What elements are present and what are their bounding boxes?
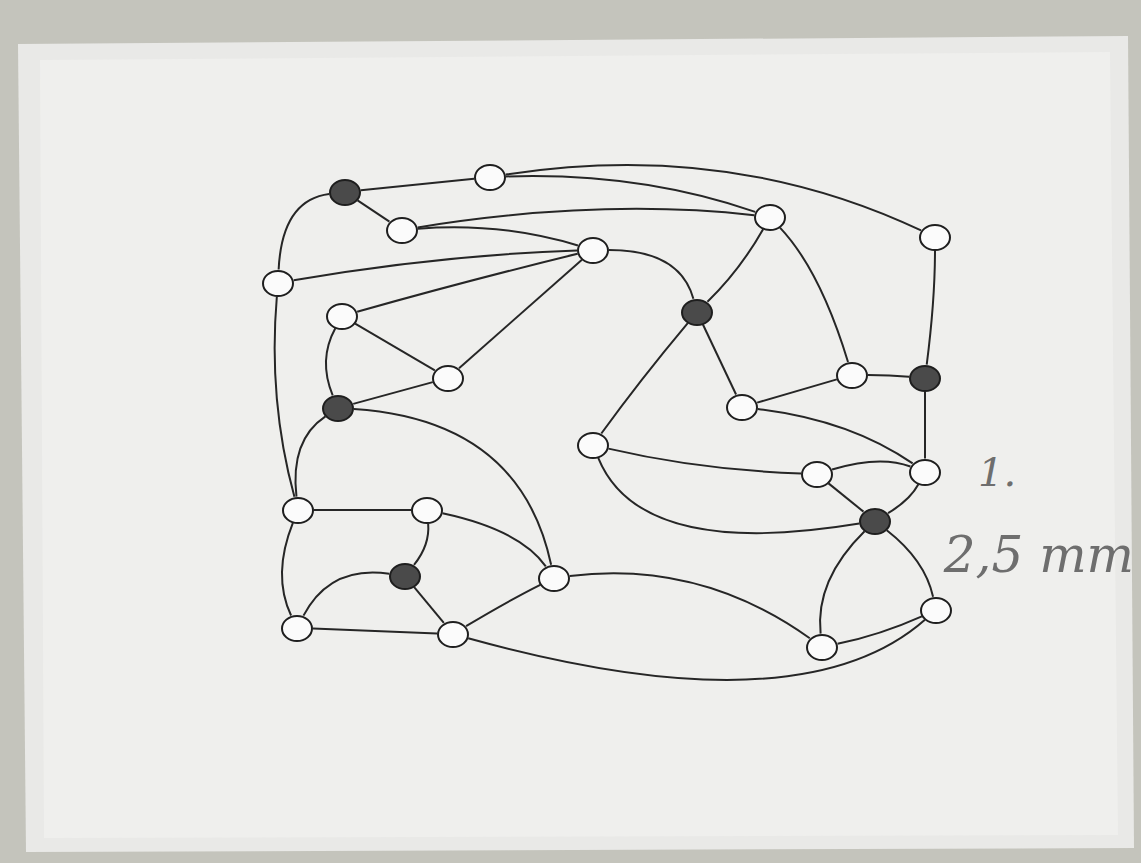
note-number: 1. — [978, 452, 1016, 492]
graph-edge — [609, 250, 693, 299]
graph-edge — [313, 629, 437, 634]
graph-edge — [868, 375, 909, 377]
circle-node — [474, 164, 506, 191]
circle-node — [801, 461, 833, 488]
graph-edge — [314, 509, 411, 511]
paper-sheet-inner — [40, 52, 1118, 838]
graph-edge — [887, 530, 933, 597]
graph-edge — [608, 449, 801, 474]
circle-node — [281, 615, 313, 642]
graph-edge — [282, 523, 293, 616]
graph-edge — [780, 228, 848, 362]
graph-edge — [275, 296, 295, 496]
paper-background — [18, 36, 1134, 852]
graph-edge — [758, 409, 913, 464]
filled-circle-node — [389, 563, 421, 590]
circle-node — [432, 365, 464, 392]
graph-edge — [570, 573, 810, 638]
filled-circle-node — [322, 395, 354, 422]
graph-edge — [820, 531, 865, 633]
circle-node — [726, 394, 758, 421]
filled-circle-node — [681, 299, 713, 326]
graph-edge — [829, 483, 864, 511]
graph-edge — [601, 323, 687, 433]
graph-edge — [358, 200, 390, 221]
circle-node — [909, 459, 941, 486]
graph-edge — [295, 416, 325, 496]
graph-edge — [466, 585, 540, 626]
graph-edge — [598, 458, 859, 533]
graph-edge — [757, 379, 837, 402]
graph-edge — [927, 251, 935, 365]
circle-node — [437, 621, 469, 648]
circle-node — [806, 634, 838, 661]
circle-node — [919, 224, 951, 251]
graph-edge — [361, 179, 474, 191]
graph-edge — [357, 254, 577, 312]
graph-edge — [326, 328, 335, 395]
graph-edge — [468, 620, 925, 680]
circle-node — [538, 565, 570, 592]
dimension-note: 2,5 mm — [944, 530, 1134, 580]
graph-edge — [414, 587, 444, 623]
circle-node — [411, 497, 443, 524]
circle-node — [920, 597, 952, 624]
circle-node — [326, 303, 358, 330]
graph-edge — [506, 176, 755, 212]
graph-edge — [418, 209, 754, 228]
graph-edge — [418, 227, 578, 245]
graph-edge — [832, 461, 910, 469]
circle-node — [577, 237, 609, 264]
graph-edge — [414, 523, 428, 564]
filled-circle-node — [909, 365, 941, 392]
circle-node — [754, 204, 786, 231]
graph-edge — [506, 165, 921, 230]
graph-edge — [355, 324, 435, 371]
circle-node — [577, 432, 609, 459]
graph-edge — [924, 392, 926, 459]
circle-node — [836, 362, 868, 389]
graph-edge — [459, 260, 582, 368]
filled-circle-node — [329, 179, 361, 206]
graph-edge — [354, 409, 551, 565]
graph-edge — [838, 616, 922, 643]
graph-edge — [353, 382, 433, 404]
filled-circle-node — [859, 508, 891, 535]
graph-edge — [703, 325, 736, 395]
circle-node — [282, 497, 314, 524]
graph-edge — [707, 229, 763, 302]
graph-edge — [279, 194, 330, 270]
circle-node — [262, 270, 294, 297]
graph-edge — [303, 572, 389, 615]
graph-edge — [888, 484, 918, 513]
circle-node — [386, 217, 418, 244]
graph-edge — [443, 513, 546, 566]
